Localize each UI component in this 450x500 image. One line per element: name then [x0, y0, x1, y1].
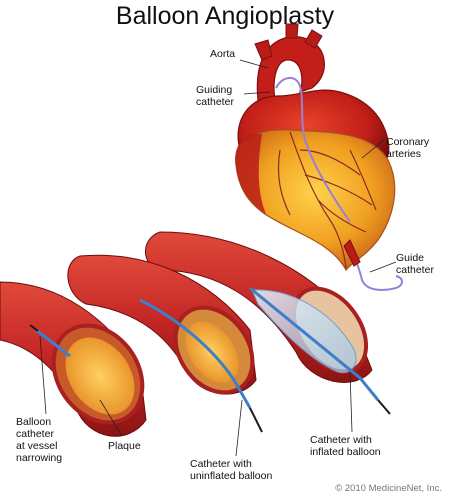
aortic-arch: [256, 36, 325, 101]
label-plaque: Plaque: [108, 440, 141, 452]
descending-aorta: [343, 239, 361, 267]
guide-wire-path: [275, 77, 351, 223]
uninflated-catheter-tail: [249, 407, 263, 433]
coronary-artery-lines: [277, 131, 377, 269]
label-inflated-balloon: Catheter with inflated balloon: [310, 434, 381, 458]
plaque-deposit: [65, 337, 135, 415]
vessel-narrowing: [0, 281, 147, 437]
vessel-uninflated: [67, 254, 263, 433]
heart-ventricles: [235, 129, 396, 272]
great-vessel-branch: [254, 39, 273, 61]
label-balloon-catheter: Balloon catheter at vessel narrowing: [16, 416, 63, 464]
inflated-catheter-shaft: [249, 286, 380, 401]
inflated-catheter-tail: [377, 399, 391, 415]
narrowing-catheter: [35, 328, 71, 358]
great-vessel-branch: [285, 23, 299, 39]
heart: [235, 23, 403, 291]
uninflated-catheter-shaft: [139, 298, 252, 409]
guide-wire-tail: [351, 249, 403, 291]
copyright-notice: © 2010 MedicineNet, Inc.: [335, 483, 442, 494]
label-guide-catheter: Guide catheter: [396, 252, 434, 276]
narrowing-catheter-wire: [29, 324, 39, 332]
vessel-inflated: [145, 231, 391, 415]
label-aorta: Aorta: [210, 48, 236, 60]
heart-left-side: [235, 133, 266, 214]
label-coronary-arteries: Coronary arteries: [386, 136, 430, 160]
label-uninflated-balloon: Catheter with uninflated balloon: [190, 458, 273, 482]
leader-lines: [39, 59, 397, 457]
label-guiding-catheter: Guiding catheter: [196, 84, 234, 108]
great-vessel-branch: [304, 29, 323, 49]
